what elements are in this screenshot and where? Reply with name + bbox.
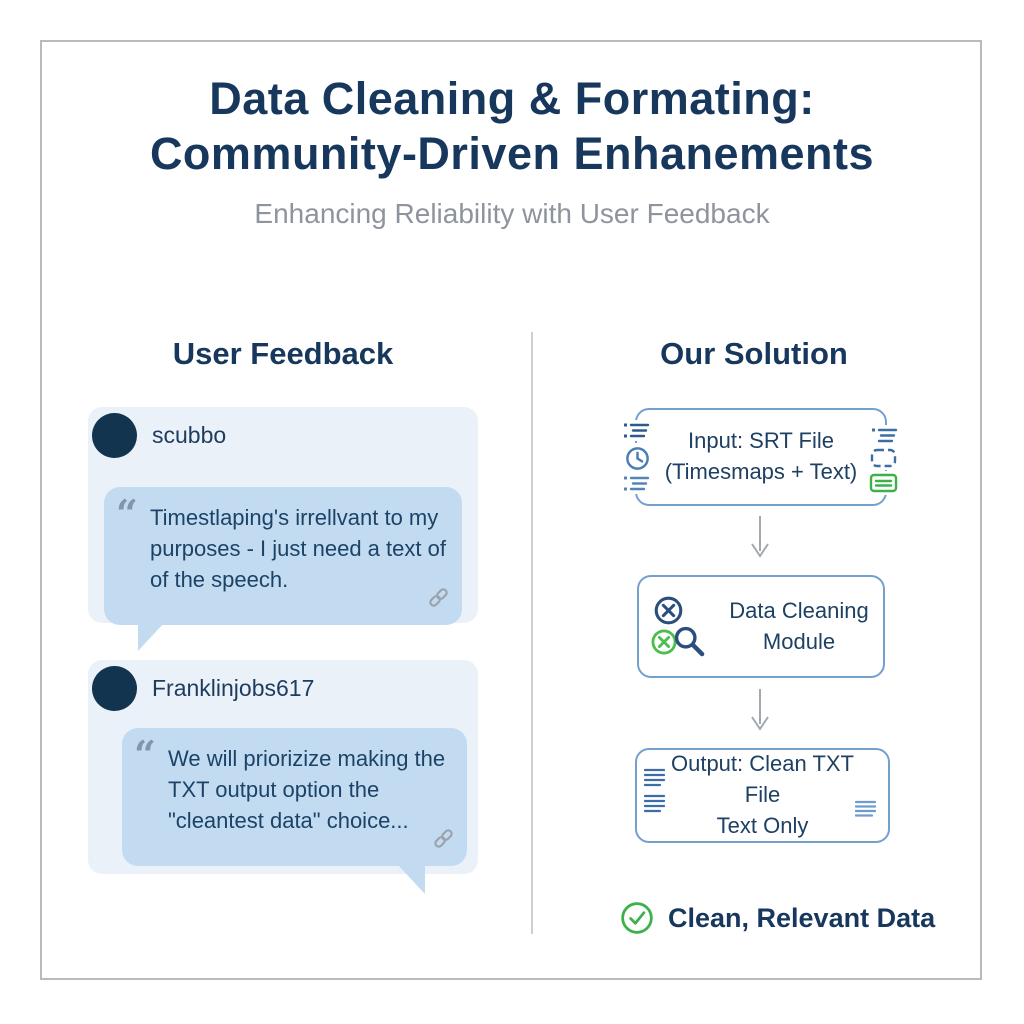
dashed-frame-icon [869, 446, 898, 470]
text-lines-icon [643, 794, 666, 813]
result-label: Clean, Relevant Data [668, 902, 936, 933]
page-title-line-1: Data Cleaning & Formating: [209, 73, 815, 124]
arrow-down-icon [749, 515, 771, 559]
bubble-tail [397, 864, 425, 895]
circle-cross-green-icon [650, 628, 678, 656]
output-label-line-1: Output: Clean TXT File [670, 751, 854, 808]
check-circle-icon [620, 901, 654, 935]
flow-step-output: Output: Clean TXT File Text Only [635, 748, 890, 843]
quote-bubble: “ We will priorizize making the TXT outp… [122, 728, 467, 895]
quote-icon: “ [116, 491, 138, 536]
column-divider [531, 332, 533, 934]
flow-step-cleaning: Data Cleaning Module [637, 575, 885, 678]
cleaning-label-line-1: Data Cleaning [729, 597, 869, 623]
link-icon [425, 584, 452, 620]
magnifier-icon [672, 624, 706, 658]
flow-step-output-label: Output: Clean TXT File Text Only [667, 749, 858, 841]
quote-text: Timestlaping's irrellvant to my purposes… [150, 505, 446, 592]
header: Data Cleaning & Formating: Community-Dri… [0, 72, 1024, 230]
input-label-line-2: (Timesmaps + Text) [664, 459, 858, 484]
output-label-line-2: Text Only [716, 812, 809, 838]
feedback-card: Franklinjobs617 “ We will priorizize mak… [88, 660, 478, 895]
text-lines-icon [854, 800, 877, 817]
bubble-tail [138, 623, 164, 652]
outer-frame-border [40, 40, 982, 980]
link-icon [430, 825, 457, 861]
quote-bubble: “ Timestlaping's irrellvant to my purpos… [104, 487, 462, 652]
flow-step-input-label: Input: SRT File (Timesmaps + Text) [665, 426, 858, 488]
bullet-list-icon [870, 425, 899, 446]
flow-step-input: Input: SRT File (Timesmaps + Text) [635, 408, 887, 506]
user-avatar [92, 413, 137, 458]
circle-cross-icon [653, 595, 684, 626]
solution-section-heading: Our Solution [660, 336, 848, 371]
bullet-list-icon [622, 473, 651, 494]
feedback-section-heading: User Feedback [172, 336, 394, 371]
feedback-card: scubbo “ Timestlaping's irrellvant to my… [88, 407, 478, 652]
user-avatar [92, 666, 137, 711]
quote-icon: “ [134, 732, 156, 777]
bullet-list-icon [622, 420, 651, 441]
quote-text: We will priorizize making the TXT output… [168, 746, 446, 833]
page-subtitle: Enhancing Reliability with User Feedback [254, 197, 770, 229]
page-title-line-2: Community-Driven Enhanements [149, 127, 875, 179]
username-label: scubbo [152, 422, 227, 448]
clock-icon [623, 443, 652, 474]
text-lines-icon [643, 768, 666, 787]
arrow-down-icon [749, 688, 771, 732]
flow-step-cleaning-label: Data Cleaning Module [729, 596, 868, 658]
username-label: Franklinjobs617 [152, 675, 315, 701]
input-label-line-1: Input: SRT File [688, 428, 834, 454]
result-row: Clean, Relevant Data [620, 901, 935, 935]
cleaning-label-line-2: Module [762, 628, 836, 654]
subtitle-block-icon [868, 471, 899, 495]
